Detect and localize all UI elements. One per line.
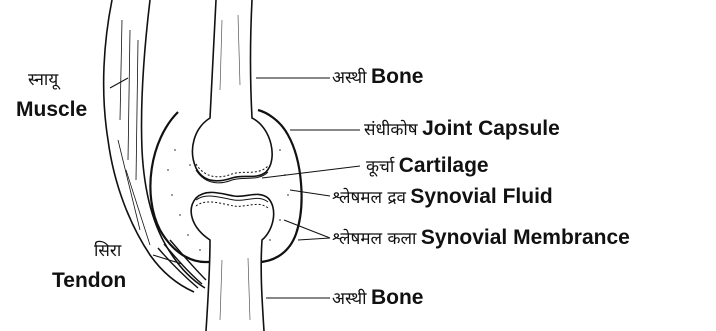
tendon-label-en: Tendon [52,270,126,291]
synovial-fluid-label-english: Synovial Fluid [410,185,552,208]
tendon-label-hindi: सिरा [94,241,121,261]
joint-capsule-label-english: Joint Capsule [422,117,560,140]
cartilage-label-english: Cartilage [399,154,489,177]
joint-capsule-label: संधीकोष Joint Capsule [364,118,560,139]
synovial-fluid-label: श्लेषमल द्रव Synovial Fluid [332,186,553,207]
bone-top-label: अस्थी Bone [332,66,423,87]
synovial-membrane-label: श्लेषमल कला Synovial Membrance [332,227,630,248]
upper-bone-shape [192,0,272,181]
tendon-label-english: Tendon [52,269,126,292]
muscle-label-english: Muscle [16,98,87,121]
muscle-label-hindi: स्नायू [28,70,58,90]
bone-bottom-label-hindi: अस्थी [332,289,367,309]
synovial-fluid-label-hindi: श्लेषमल द्रव [332,188,406,208]
bone-top-label-hindi: अस्थी [332,68,367,88]
bone-top-label-english: Bone [371,65,424,88]
cartilage-label: कूर्चा Cartilage [366,155,489,176]
joint-capsule-label-hindi: संधीकोष [364,120,418,140]
tendon-label-hi: सिरा [94,243,121,260]
bone-bottom-label: अस्थी Bone [332,287,423,308]
bone-bottom-label-english: Bone [371,286,424,309]
muscle-label-hi: स्नायू [28,72,58,89]
cartilage-label-hindi: कूर्चा [366,157,394,177]
muscle-label-en: Muscle [16,99,87,120]
synovial-membrane-label-english: Synovial Membrance [421,226,630,249]
synovial-membrane-label-hindi: श्लेषमल कला [332,229,416,249]
